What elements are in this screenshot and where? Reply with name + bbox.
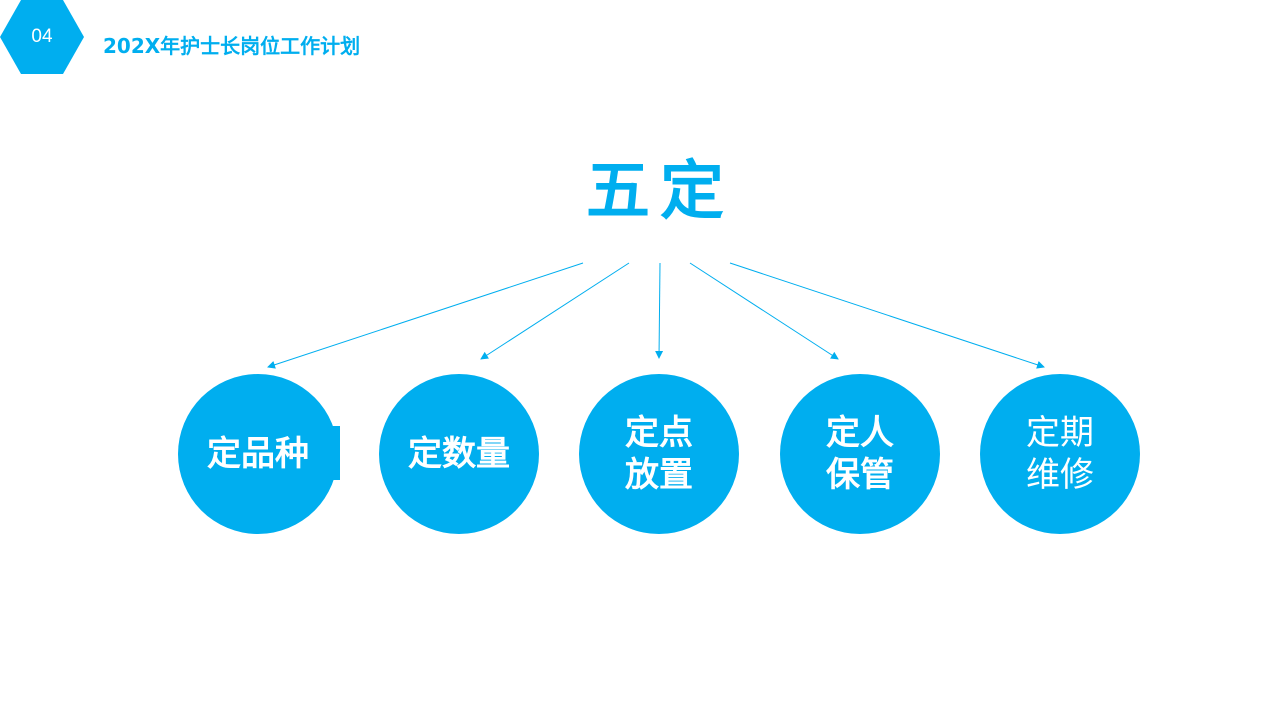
item-circle-1: 定品种 — [178, 374, 338, 534]
section-number: 04 — [31, 26, 53, 47]
arrow-3 — [655, 262, 664, 359]
arrow-2 — [480, 262, 630, 360]
item-circle-5: 定期维修 — [980, 374, 1140, 534]
main-title: 五定 — [586, 155, 734, 229]
arrow-1 — [267, 262, 584, 369]
arrow-4 — [689, 262, 839, 360]
item-circle-2: 定数量 — [379, 374, 539, 534]
arrow-5 — [729, 262, 1045, 369]
slide-header-title: 202X年护士长岗位工作计划 — [103, 34, 361, 58]
item-circle-3: 定点放置 — [579, 374, 739, 534]
item-circle-4: 定人保管 — [780, 374, 940, 534]
